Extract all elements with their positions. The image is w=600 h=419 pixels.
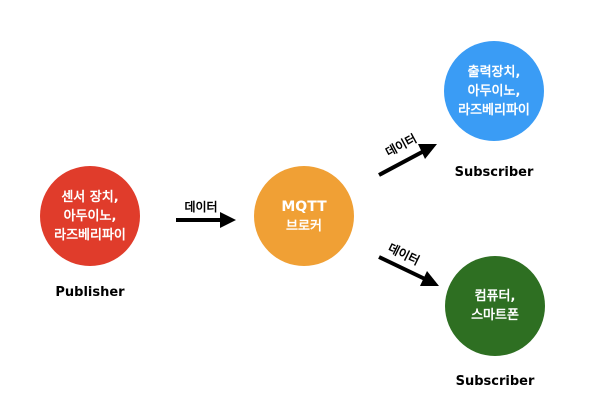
subscriber-top-line-1: 출력장치, (467, 64, 521, 80)
publisher-node: 센서 장치, 아두이노, 라즈베리파이 (40, 166, 140, 266)
publisher-line-3: 라즈베리파이 (54, 227, 126, 243)
broker-node: MQTT 브로커 (254, 166, 354, 266)
subscriber-node-top: 출력장치, 아두이노, 라즈베리파이 (444, 41, 544, 141)
publisher-line-2: 아두이노, (63, 208, 117, 224)
arrow-broker-to-sub1 (378, 144, 437, 177)
broker-title: MQTT (281, 198, 327, 215)
broker-subtitle: 브로커 (286, 218, 322, 234)
subscriber-top-line-2: 아두이노, (467, 83, 521, 99)
subscriber-bottom-label: Subscriber (455, 374, 535, 389)
subscriber-top-label: Subscriber (454, 165, 534, 180)
arrow-broker-to-sub2 (378, 255, 439, 286)
publisher-line-1: 센서 장치, (61, 189, 119, 205)
subscriber-top-line-3: 라즈베리파이 (458, 102, 530, 118)
arrow-pub-to-broker (176, 212, 236, 228)
publisher-label: Publisher (55, 285, 125, 300)
subscriber-node-bottom: 컴퓨터, 스마트폰 (445, 256, 545, 356)
arrow-label-pub-to-broker: 데이터 (184, 199, 217, 214)
subscriber-bottom-line-2: 스마트폰 (471, 308, 519, 323)
subscriber-bottom-line-1: 컴퓨터, (474, 289, 516, 304)
